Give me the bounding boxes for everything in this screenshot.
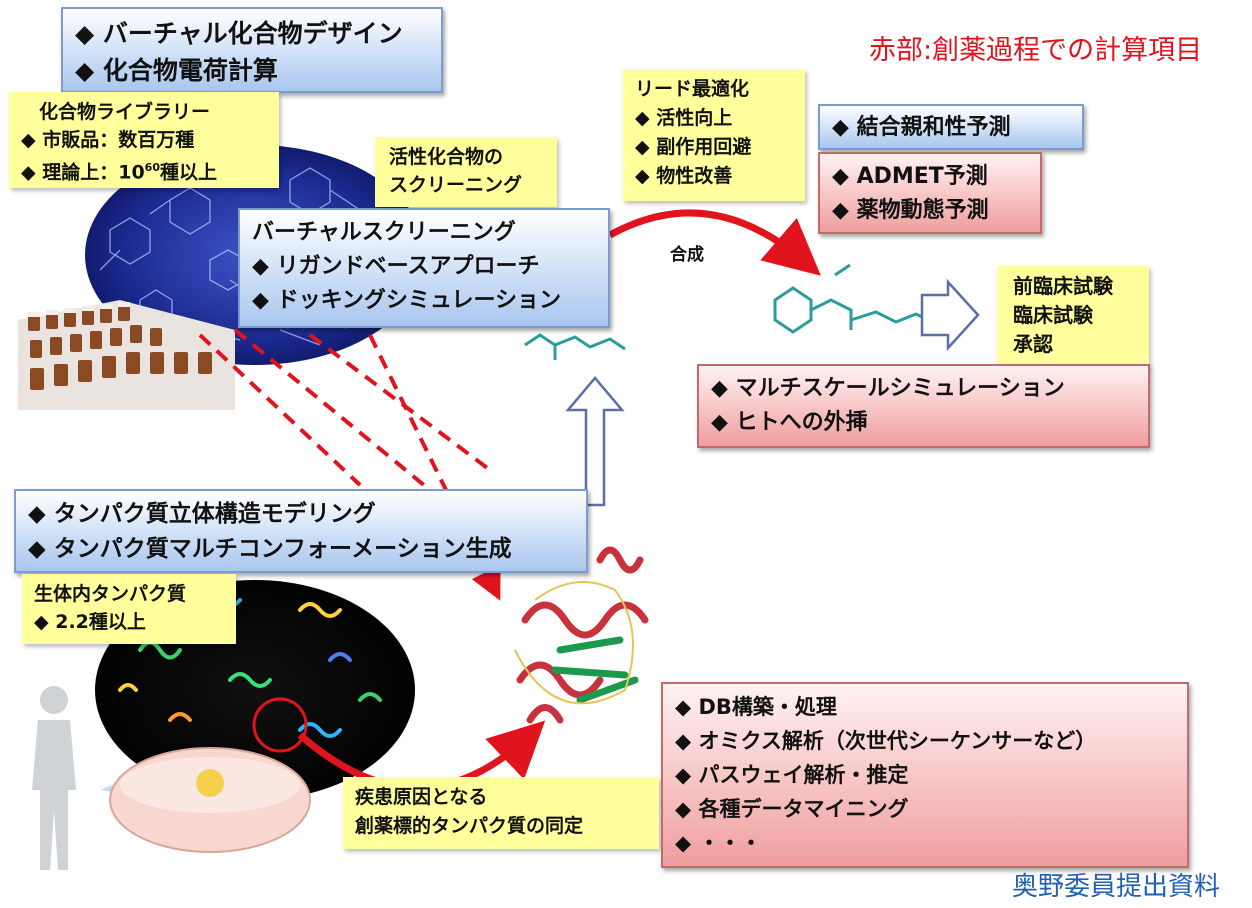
target-identification-note: 疾患原因となる 創薬標的タンパク質の同定 [343,777,659,849]
lead-optimization-note: リード最適化 ◆ 活性向上 ◆ 副作用回避 ◆ 物性改善 [623,69,805,201]
ligand-molecule-right [773,263,962,334]
human-cell-illustration [32,686,311,870]
library-market: ◆ 市販品：数百万種 [21,129,195,151]
virtual-design-item: ◆ バーチャル化合物デザイン [75,19,403,48]
library-theory: ◆ 理論上：1060種以上 [21,161,217,184]
multiscale-box: ◆ マルチスケールシミュレーション ◆ ヒトへの外挿 [697,364,1150,448]
docking-item: ◆ ドッキングシミュレーション [252,288,562,313]
admet-box: ◆ ADMET予測 ◆ 薬物動態予測 [818,152,1042,234]
target-protein-structure [514,546,649,724]
virtual-screening-title: バーチャルスクリーニング [252,220,516,245]
library-title: 化合物ライブラリー [39,101,211,123]
virtual-design-box: ◆ バーチャル化合物デザイン ◆ 化合物電荷計算 [61,7,443,93]
up-arrow-icon [565,376,625,507]
lead-opt-title: リード最適化 [635,78,750,100]
ligand-based-item: ◆ リガンドベースアプローチ [252,254,540,279]
binding-affinity-box: ◆ 結合親和性予測 [818,104,1084,150]
right-arrow-icon [920,278,980,352]
source-credit: 奥野委員提出資料 [1012,872,1221,902]
vials-image [18,300,235,410]
synthesis-arrow [608,209,821,276]
database-analysis-box: ◆ DB構築・処理 ◆ オミクス解析（次世代シーケンサーなど） ◆ パスウェイ解… [661,682,1189,868]
charge-calc-item: ◆ 化合物電荷計算 [75,56,278,85]
clinical-note: 前臨床試験 臨床試験 承認 [997,266,1149,366]
synthesis-label: 合成 [670,245,704,265]
screening-label: 活性化合物の スクリーニング [375,137,557,207]
library-note: 化合物ライブラリー ◆ 市販品：数百万種 ◆ 理論上：1060種以上 [9,92,279,188]
virtual-screening-box: バーチャルスクリーニング ◆ リガンドベースアプローチ ◆ ドッキングシミュレー… [238,208,610,328]
protein-modeling-box: ◆ タンパク質立体構造モデリング ◆ タンパク質マルチコンフォーメーション生成 [14,489,588,573]
ligand-molecule-left [524,333,626,360]
in-vivo-protein-note: 生体内タンパク質 ◆ 2.2種以上 [22,574,236,644]
legend-text: 赤部:創薬過程での計算項目 [869,35,1203,66]
